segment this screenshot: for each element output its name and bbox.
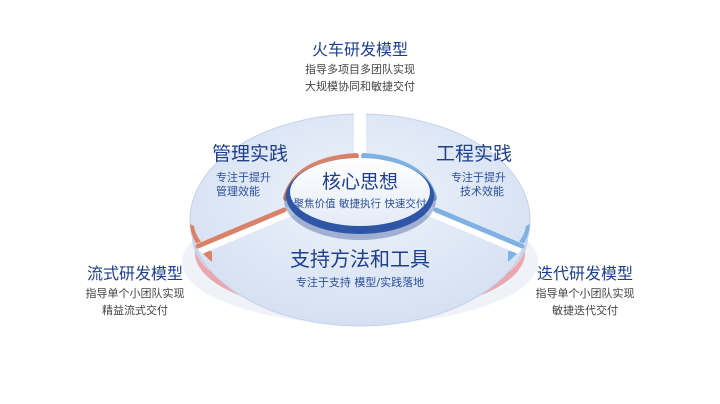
core-subtitle: 聚焦价值 敏捷执行 快速交付 [293,197,427,210]
management-spoke [195,207,287,249]
top-model-line1: 指导多项目多团队实现 [305,62,415,76]
right-model: 迭代研发模型 指导单个小团队实现 敏捷迭代交付 [525,264,645,318]
engineering-spoke [433,207,525,249]
top-model-line2: 大规模协同和敏捷交付 [305,80,415,94]
management-line2: 管理效能 [216,184,260,198]
left-model: 流式研发模型 指导单个小团队实现 精益流式交付 [75,264,195,318]
right-model-line1: 指导单个小团队实现 [535,286,635,300]
left-model-title: 流式研发模型 [86,264,183,283]
segment-engineering: 工程实践 专注于提升 技术效能 [412,142,512,199]
management-title: 管理实践 [212,143,289,165]
engineering-line1: 专注于提升 [451,170,506,184]
core-title: 核心思想 [321,171,398,193]
segment-management: 管理实践 专注于提升 管理效能 [212,142,308,199]
core-face [290,158,430,226]
right-model-line2: 敏捷迭代交付 [552,304,618,318]
right-model-title: 迭代研发模型 [536,264,633,283]
top-model-title: 火车研发模型 [311,40,408,59]
engineering-line2: 技术效能 [460,184,504,198]
engineering-title: 工程实践 [435,143,512,165]
management-line1: 专注于提升 [216,170,271,184]
support-title: 支持方法和工具 [290,247,430,271]
segment-support: 支持方法和工具 专注于支持 模型/实践落地 [260,246,460,290]
left-model-line2: 精益流式交付 [102,304,168,318]
support-subtitle: 专注于支持 模型/实践落地 [295,276,425,289]
top-model: 火车研发模型 指导多项目多团队实现 大规模协同和敏捷交付 [300,40,420,94]
left-model-line1: 指导单个小团队实现 [85,286,185,300]
core-idea: 核心思想 聚焦价值 敏捷执行 快速交付 [290,170,430,211]
